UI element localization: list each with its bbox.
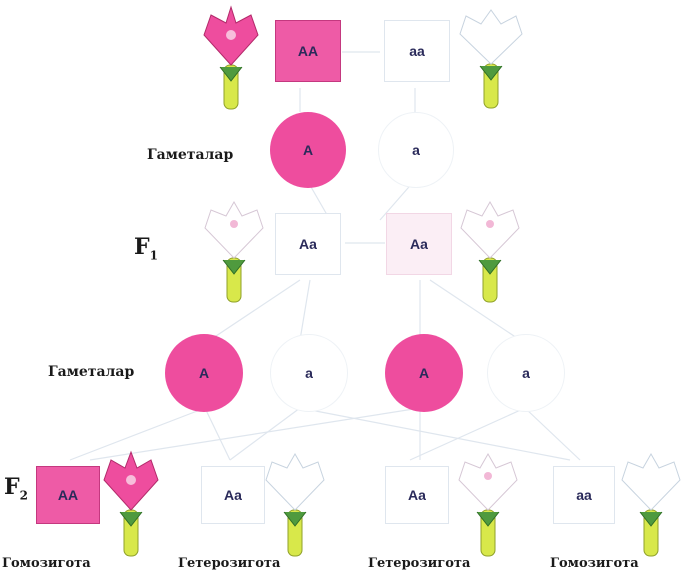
genotype-box-pink-parent: AA [275, 20, 341, 82]
white-flower-icon [459, 9, 523, 109]
white-flower-icon [204, 200, 264, 303]
generation-f1-label: F1 [134, 234, 158, 263]
genotype-label: aa [409, 43, 425, 59]
genotype-box-f1-left: Aa [275, 213, 341, 275]
genotype-label: AA [57, 487, 79, 503]
genotype-label: aa [576, 487, 592, 503]
genotype-box-f2-3: Aa [385, 466, 449, 524]
gamete-label: A [302, 142, 314, 158]
white-flower-icon [265, 452, 325, 557]
genotype-box-f2-1: AA [36, 466, 100, 524]
genotype-label: Aa [410, 236, 428, 252]
gamete-label: a [305, 365, 313, 381]
genotype-box-f2-4: aa [553, 466, 615, 524]
gamete-label: a [522, 365, 530, 381]
white-flower-icon [460, 200, 520, 303]
genotype-label: Aa [224, 487, 242, 503]
genotype-box-f2-2: Aa [201, 466, 265, 524]
gamete-label: A [198, 365, 210, 381]
bottom-label-homozygote: Гомозигота [550, 556, 639, 571]
gamete-label: A [418, 365, 430, 381]
white-flower-icon [458, 452, 518, 557]
gamete-recessive: a [487, 334, 565, 412]
gametes-label: Гаметалар [48, 364, 135, 380]
gametes-label: Гаметалар [147, 147, 234, 163]
genotype-label: Aa [299, 236, 317, 252]
gamete-label: a [412, 142, 420, 158]
bottom-label-heterozygote: Гетерозигота [178, 556, 281, 571]
genotype-label: Aa [408, 487, 426, 503]
pink-flower-icon [203, 5, 259, 110]
bottom-label-homozygote: Гомозигота [2, 556, 91, 571]
gamete-recessive: a [270, 334, 348, 412]
gamete-dominant: A [385, 334, 463, 412]
genotype-label: AA [297, 43, 319, 59]
pink-flower-icon [103, 450, 159, 557]
gamete-recessive: a [378, 112, 454, 188]
genotype-box-white-parent: aa [384, 20, 450, 82]
white-flower-icon [621, 452, 681, 557]
generation-f2-label: F2 [4, 474, 28, 503]
gamete-dominant: A [165, 334, 243, 412]
gamete-dominant: A [270, 112, 346, 188]
genotype-box-f1-right: Aa [386, 213, 452, 275]
bottom-label-heterozygote: Гетерозигота [368, 556, 471, 571]
